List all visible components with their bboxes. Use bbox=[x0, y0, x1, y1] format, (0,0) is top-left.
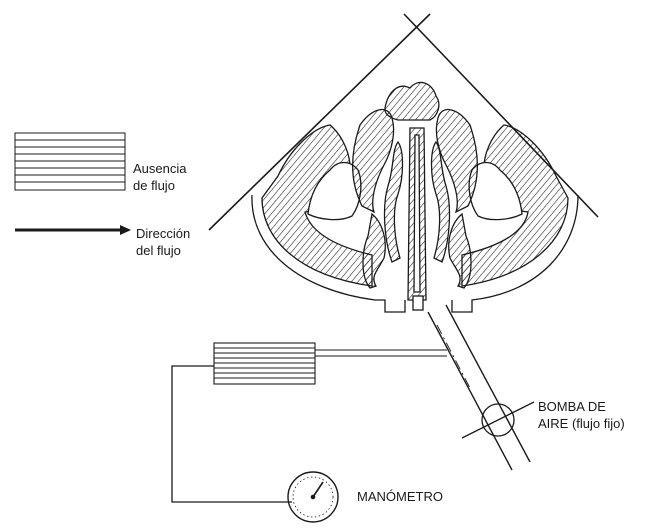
air-pump-label: BOMBA DE AIRE (flujo fijo) bbox=[538, 398, 625, 432]
flow-sensor-block bbox=[214, 343, 447, 384]
manometer-gauge-icon bbox=[288, 472, 338, 522]
manometer-wire bbox=[172, 366, 292, 502]
air-pump-label-line2: AIRE (flujo fijo) bbox=[538, 415, 625, 432]
nasal-cavity-cross-section bbox=[252, 82, 578, 312]
air-pump-icon bbox=[462, 402, 534, 438]
no-flow-legend-icon bbox=[15, 133, 125, 190]
flow-direction-legend-label: Dirección del flujo bbox=[136, 225, 190, 259]
no-flow-label-line2: de flujo bbox=[133, 177, 186, 194]
flow-direction-label-line2: del flujo bbox=[136, 242, 190, 259]
flow-direction-arrow-icon bbox=[15, 225, 131, 235]
nasal-tube bbox=[428, 305, 530, 470]
no-flow-label-line1: Ausencia bbox=[133, 160, 186, 177]
manometer-label: MANÓMETRO bbox=[357, 488, 443, 505]
air-pump-label-line1: BOMBA DE bbox=[538, 398, 625, 415]
no-flow-legend-label: Ausencia de flujo bbox=[133, 160, 186, 194]
flow-direction-label-line1: Dirección bbox=[136, 225, 190, 242]
